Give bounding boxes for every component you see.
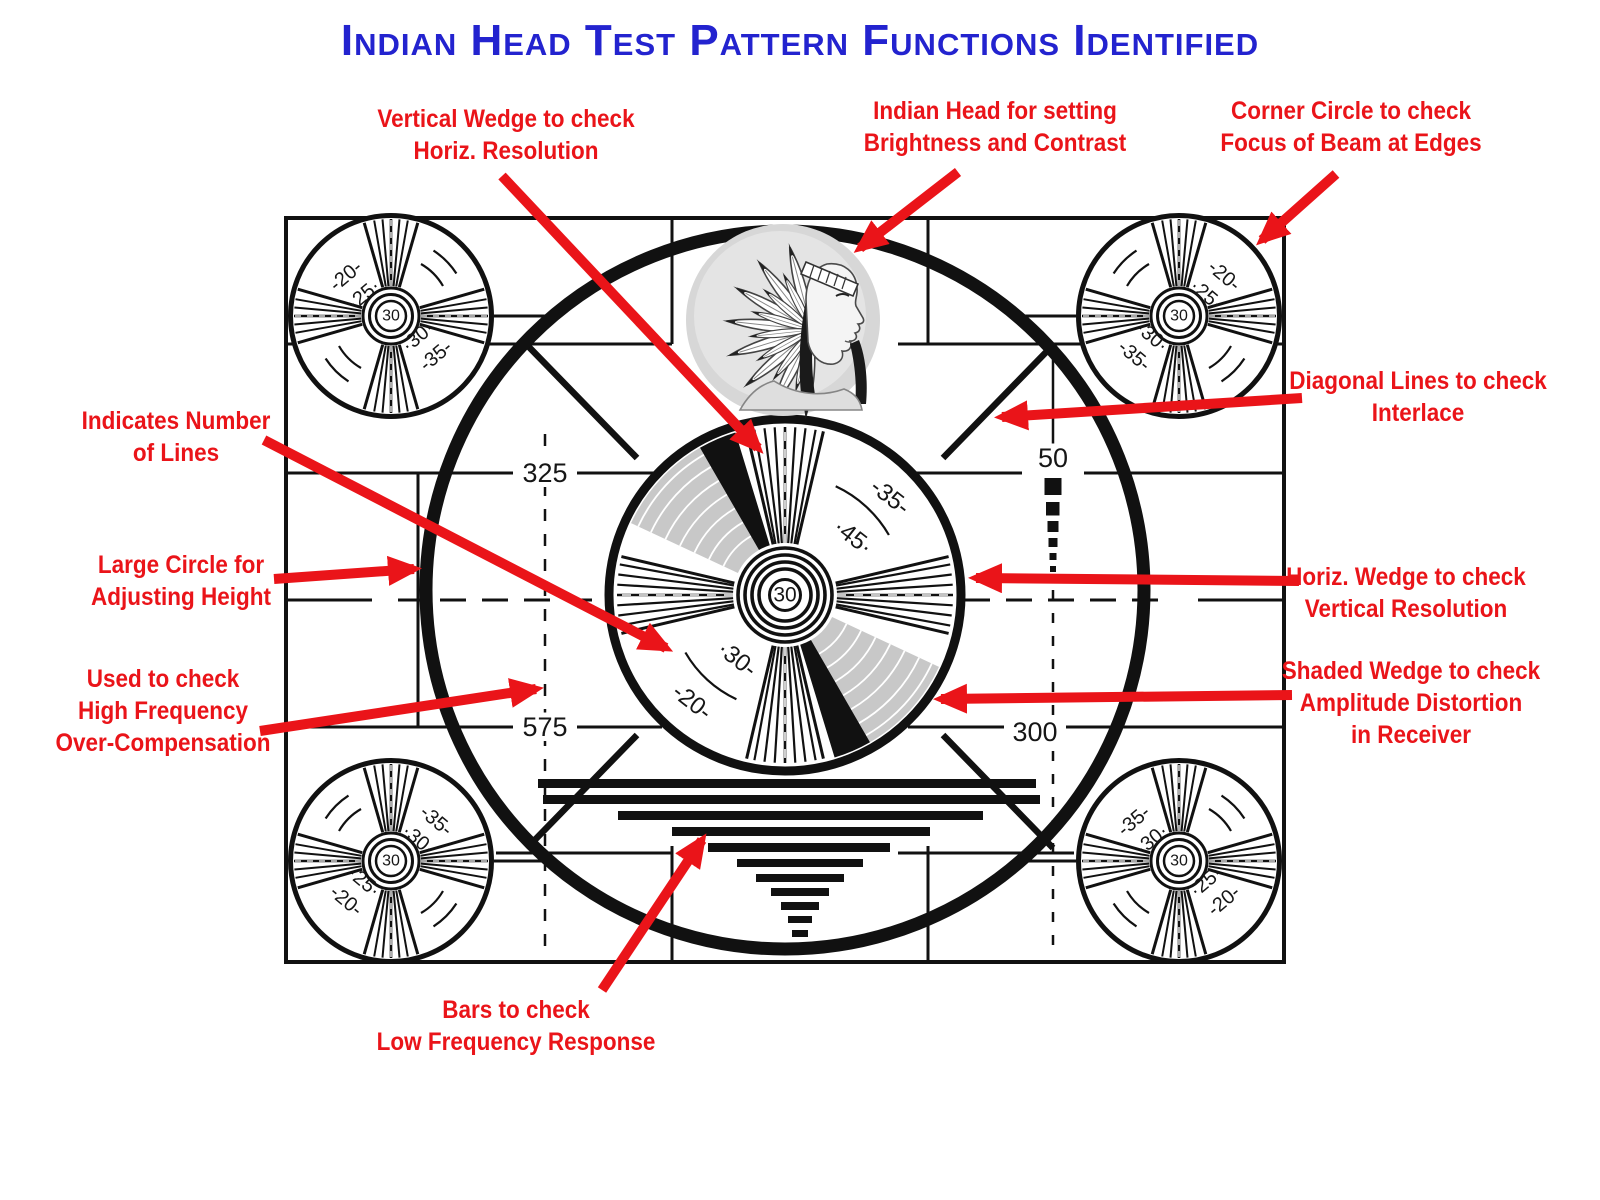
corner-bullseye-value: 30	[382, 853, 400, 870]
note-high-frequency: Used to check High Frequency Over-Compen…	[55, 664, 270, 759]
note-diagonal-lines: Diagonal Lines to check Interlace	[1289, 366, 1547, 430]
corner-bullseye-value: 30	[1170, 308, 1188, 325]
note-horiz-wedge: Horiz. Wedge to check Vertical Resolutio…	[1286, 562, 1526, 626]
low-frequency-bars	[538, 779, 1040, 951]
corner-circle-bottom-left: -35- ·30· ·25· -20- 30	[291, 761, 492, 962]
note-line: in Receiver	[1350, 720, 1472, 749]
note-line: Interlace	[1371, 398, 1465, 427]
note-line: High Frequency	[77, 696, 249, 725]
grid-number-300: 300	[1012, 717, 1057, 747]
note-corner-circle: Corner Circle to check Focus of Beam at …	[1220, 96, 1481, 160]
black-sector-upper-left	[700, 432, 770, 550]
arrow-bars	[597, 833, 707, 993]
arrow-horiz-wedge	[968, 563, 1300, 594]
corner-circle-top-right: -20- ·25· ·30· -35- 30	[1079, 216, 1280, 417]
shaded-wedge-upper-left	[631, 447, 759, 573]
high-frequency-squares	[1044, 478, 1062, 583]
note-indicates-number: Indicates Number of Lines	[82, 406, 271, 470]
page-title: Indian Head Test Pattern Functions Ident…	[340, 16, 1260, 65]
note-line: Diagonal Lines to check	[1289, 367, 1547, 395]
shaded-wedge-bands	[637, 453, 933, 737]
arrow-large-circle	[273, 555, 422, 586]
note-line: Horiz. Wedge to check	[1286, 563, 1526, 591]
arrow-diagonal-lines	[994, 393, 1303, 431]
arrow-corner-circle	[1256, 170, 1340, 246]
corner-circle-bottom-right: -35- ·30· ·25· -20- 30	[1079, 761, 1280, 962]
grid-number-50: 50	[1038, 443, 1068, 473]
note-line: Used to check	[86, 665, 240, 693]
indian-head-illustration	[686, 224, 880, 421]
note-vertical-wedge: Vertical Wedge to check Horiz. Resolutio…	[377, 104, 634, 168]
annotation-arrows	[259, 168, 1340, 993]
note-line: Shaded Wedge to check	[1281, 657, 1541, 685]
note-line: of Lines	[132, 438, 220, 467]
bust	[738, 380, 863, 411]
note-large-circle: Large Circle for Adjusting Height	[91, 550, 271, 614]
note-line: Adjusting Height	[91, 582, 271, 611]
headband	[799, 260, 860, 298]
center-circle: 30 -35- ·45· ·30- -20-	[604, 414, 966, 776]
note-line: Bars to check	[442, 996, 590, 1024]
black-sector-lower-right	[800, 640, 870, 758]
note-line: Vertical Resolution	[1304, 594, 1508, 623]
corner-circle-top-left: -20- ·25· ·30· -35- 30	[291, 216, 492, 417]
note-line: Horiz. Resolution	[413, 136, 599, 165]
hair-right-braid	[850, 340, 867, 404]
arrow-vertical-wedge	[498, 172, 764, 454]
note-line: Indian Head for setting	[873, 97, 1117, 125]
note-line: Amplitude Distortion	[1299, 688, 1523, 717]
note-shaded-wedge: Shaded Wedge to check Amplitude Distorti…	[1282, 656, 1540, 751]
center-bullseye-value: 30	[773, 584, 796, 607]
note-line: Over-Compensation	[55, 728, 271, 757]
note-bars: Bars to check Low Frequency Response	[377, 995, 656, 1059]
grid-number-325: 325	[522, 458, 567, 488]
arrow-shaded-wedge	[933, 683, 1293, 714]
note-line: Indicates Number	[81, 407, 271, 435]
note-indian-head: Indian Head for setting Brightness and C…	[864, 96, 1127, 160]
note-line: Vertical Wedge to check	[377, 105, 635, 133]
note-line: Focus of Beam at Edges	[1220, 128, 1482, 157]
note-line: Corner Circle to check	[1230, 97, 1472, 125]
corner-bullseye-value: 30	[1170, 853, 1188, 870]
pattern-frame	[284, 216, 1286, 964]
note-line: Large Circle for	[97, 551, 265, 579]
arrow-indicates-number	[261, 435, 674, 653]
corner-bullseye-value: 30	[382, 308, 400, 325]
shaded-wedge-lower-right	[811, 617, 939, 743]
arrow-indian-head	[853, 168, 962, 253]
note-line: Low Frequency Response	[376, 1027, 656, 1056]
arrow-high-frequency	[259, 678, 544, 736]
note-line: Brightness and Contrast	[863, 128, 1127, 157]
grid-number-575: 575	[522, 712, 567, 742]
